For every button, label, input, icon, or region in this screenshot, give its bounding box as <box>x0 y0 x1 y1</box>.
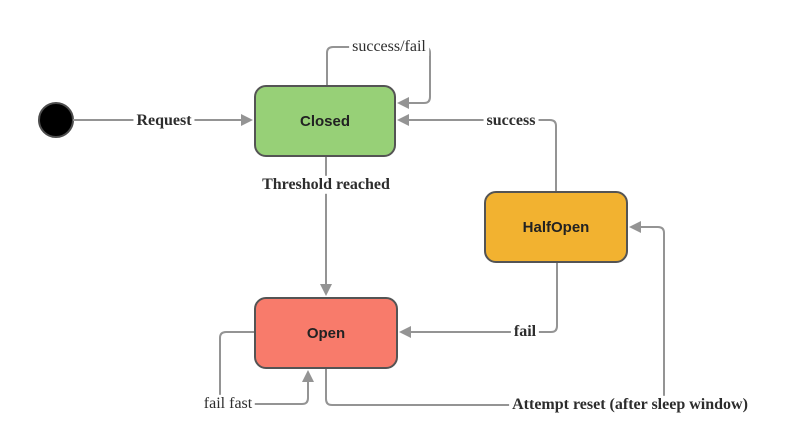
state-halfopen-label: HalfOpen <box>522 218 590 236</box>
state-open: Open <box>254 297 398 369</box>
edge-label-threshold: Threshold reached <box>259 175 393 195</box>
state-closed: Closed <box>254 85 396 157</box>
initial-state-node <box>38 102 74 138</box>
state-closed-label: Closed <box>299 112 350 130</box>
arrowhead-request <box>241 114 253 126</box>
state-halfopen: HalfOpen <box>484 191 628 263</box>
arrowhead-attempt-reset <box>629 221 641 233</box>
edge-fail <box>411 263 558 333</box>
edge-label-success: success <box>483 111 539 131</box>
edge-label-success-fail: success/fail <box>349 37 429 57</box>
edge-label-fail-fast: fail fast <box>200 394 256 414</box>
state-open-label: Open <box>306 324 346 342</box>
arrowhead-fail-fast-loop <box>302 370 314 382</box>
edge-label-request: Request <box>133 111 195 131</box>
edge-label-attempt-reset: Attempt reset (after sleep window) <box>509 395 751 415</box>
arrowhead-success <box>397 114 409 126</box>
arrowhead-threshold <box>320 284 332 296</box>
arrowhead-success-fail-loop <box>397 97 409 109</box>
edge-label-fail: fail <box>510 322 540 342</box>
edge-success <box>409 119 557 191</box>
arrowhead-fail <box>399 326 411 338</box>
